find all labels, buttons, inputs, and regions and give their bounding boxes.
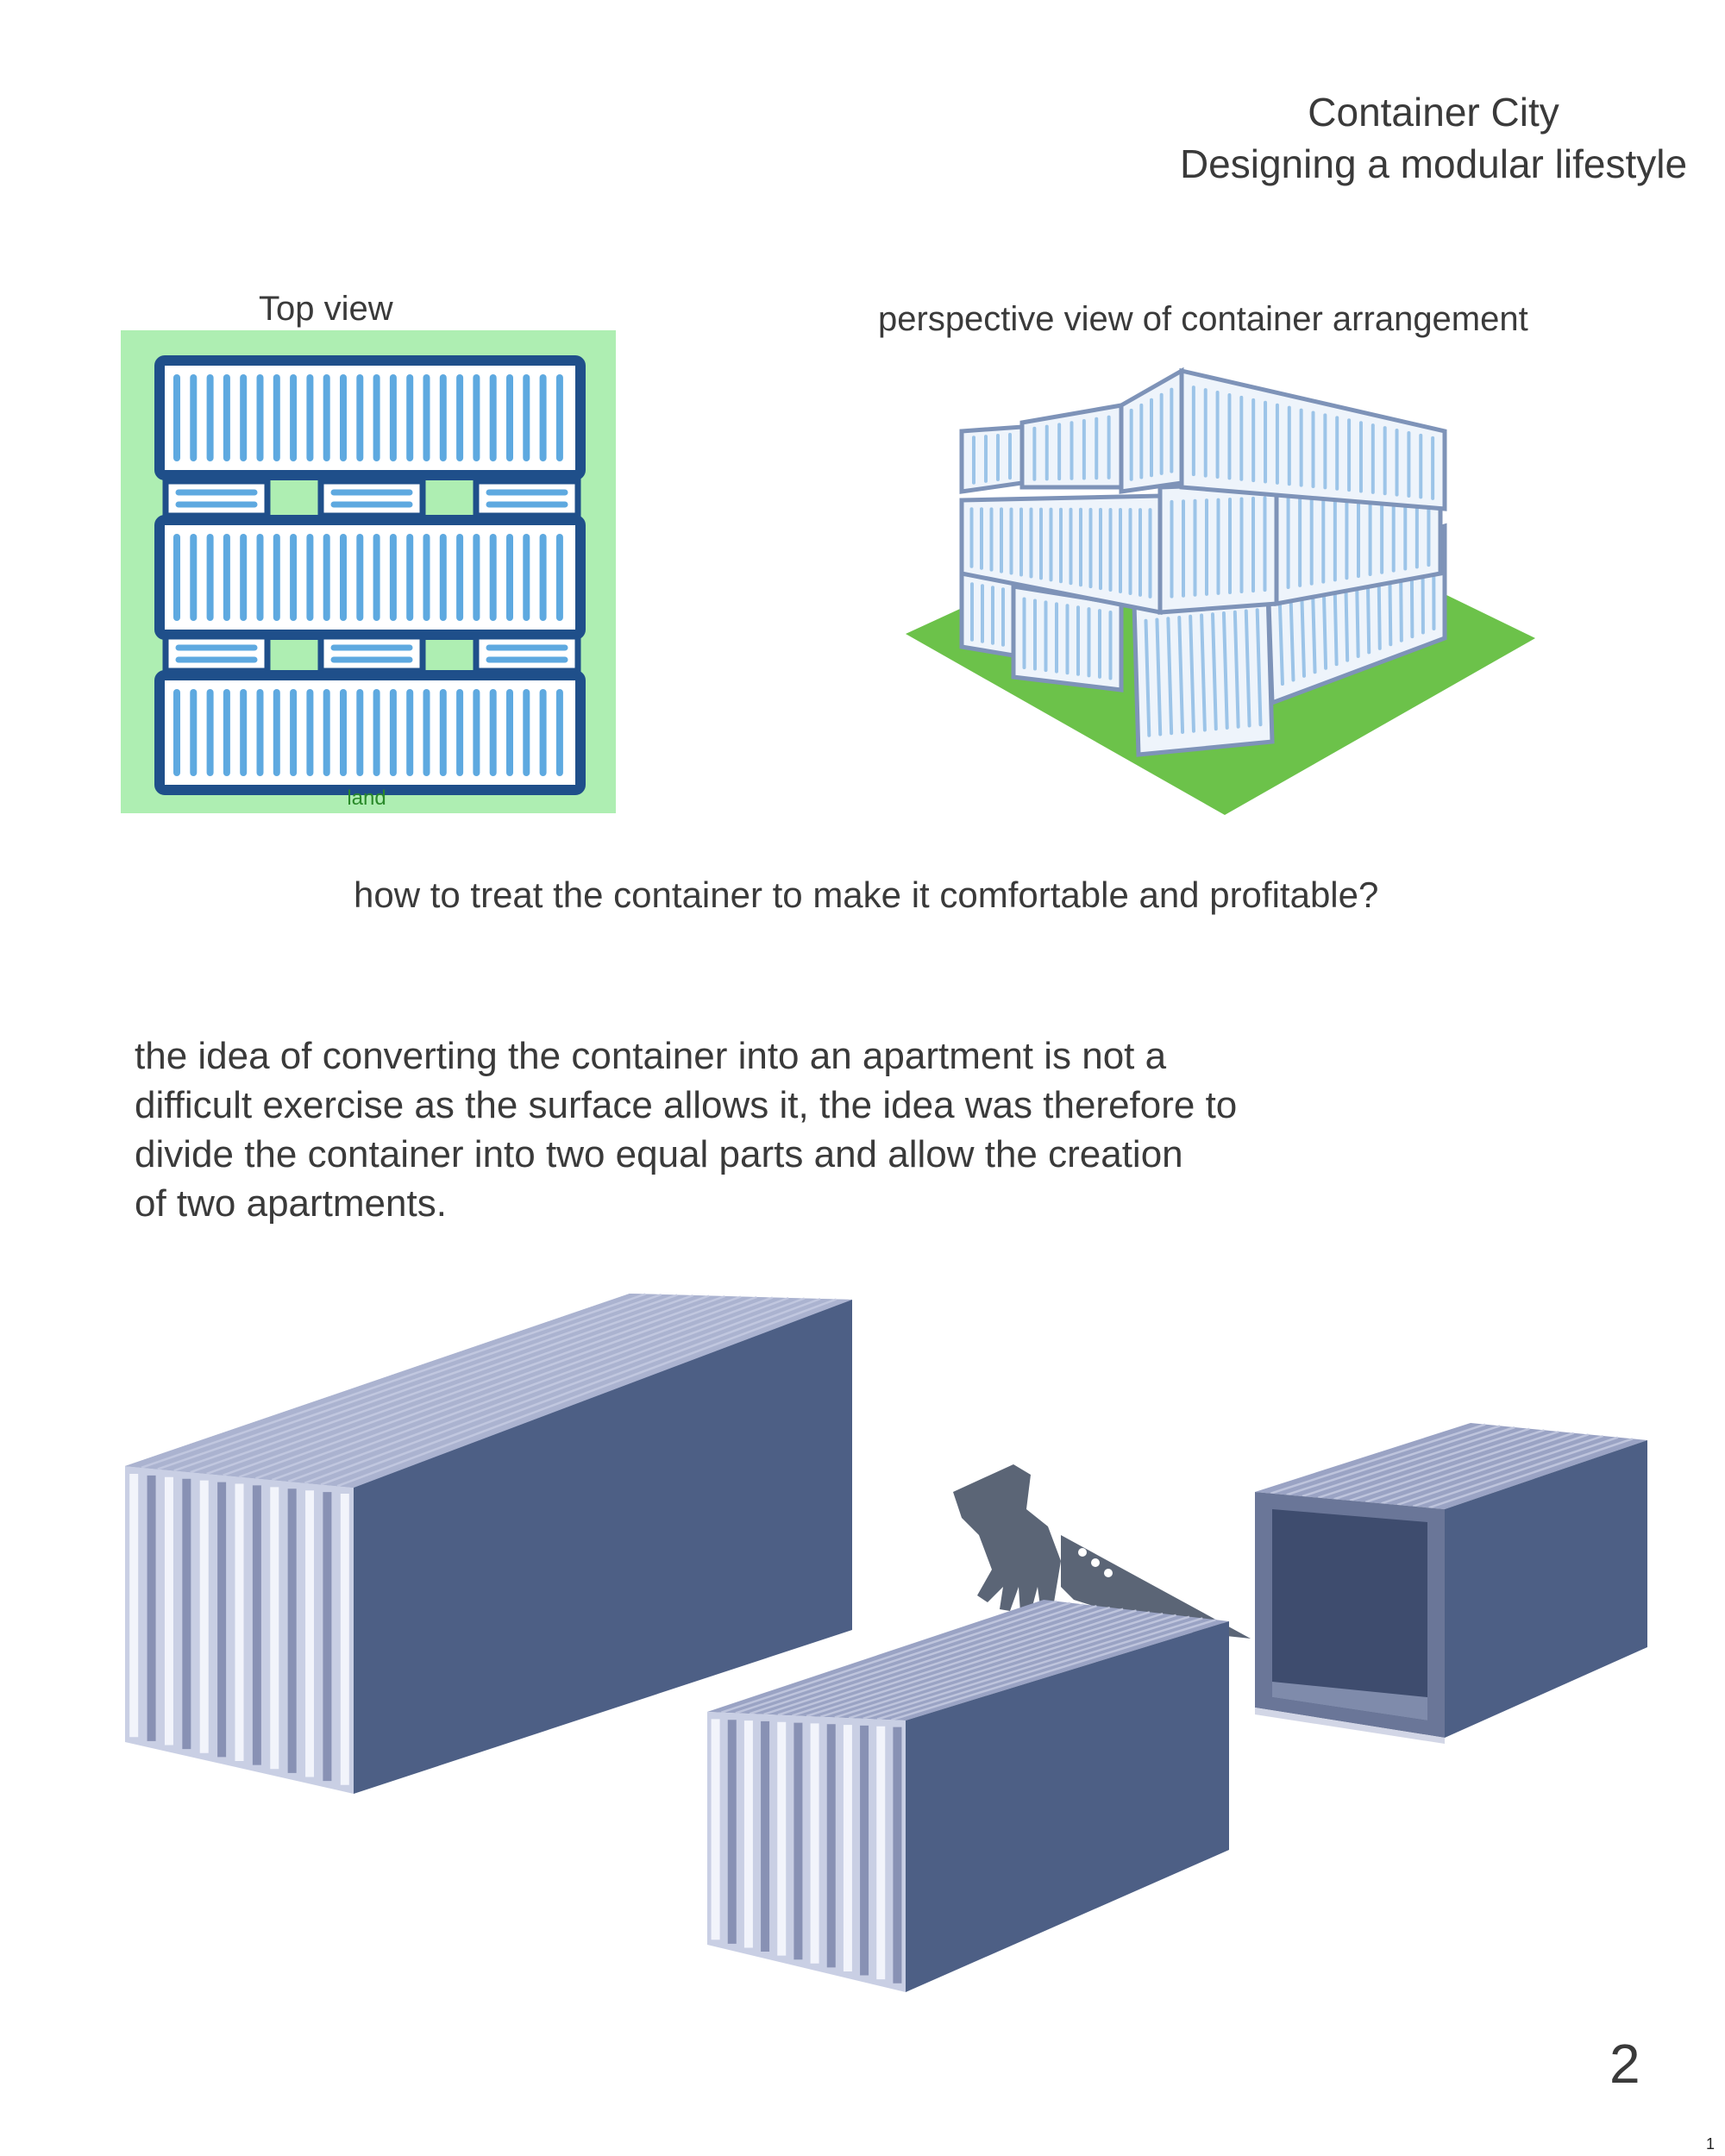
half-container-open bbox=[1255, 1423, 1647, 1744]
corner-mark: 1 bbox=[1706, 2135, 1716, 2153]
paragraph-line: difficult exercise as the surface allows… bbox=[135, 1084, 1238, 1126]
perspective-view bbox=[906, 367, 1535, 815]
title-line-1: Container City bbox=[1308, 90, 1559, 135]
hand-icon bbox=[953, 1464, 1061, 1613]
top-view-label: Top view bbox=[259, 290, 393, 328]
short-container bbox=[317, 633, 426, 674]
long-container bbox=[154, 355, 586, 480]
container-side bbox=[1445, 1440, 1647, 1738]
stacked-container bbox=[959, 424, 1025, 494]
container-side bbox=[906, 1621, 1229, 1992]
question-text: how to treat the container to make it co… bbox=[354, 874, 1379, 915]
short-container bbox=[162, 633, 271, 674]
long-container bbox=[154, 515, 586, 640]
container-interior bbox=[1272, 1509, 1427, 1720]
perspective-label: perspective view of container arrangemen… bbox=[878, 300, 1528, 338]
container-side bbox=[354, 1300, 852, 1794]
page-number: 2 bbox=[1609, 2033, 1640, 2095]
short-container bbox=[473, 478, 581, 519]
title-line-2: Designing a modular lifestyle bbox=[1179, 141, 1688, 186]
page-title: Container City Designing a modular lifes… bbox=[1175, 86, 1692, 190]
short-container bbox=[317, 478, 426, 519]
paragraph-line: of two apartments. bbox=[135, 1182, 447, 1225]
stacked-container bbox=[959, 571, 1016, 658]
short-container bbox=[473, 633, 581, 674]
half-container-closed bbox=[707, 1600, 1229, 1992]
description-paragraph: the idea of converting the container int… bbox=[135, 1031, 1342, 1228]
cut-tool-illustration bbox=[953, 1464, 1251, 1639]
top-view-plan: land bbox=[121, 330, 616, 813]
container-door-end bbox=[707, 1712, 906, 1992]
long-container bbox=[154, 670, 586, 795]
full-container-illustration bbox=[125, 1293, 852, 1794]
knife-icon bbox=[1061, 1535, 1251, 1639]
container-floor bbox=[1272, 1682, 1427, 1720]
land-label: land bbox=[347, 787, 386, 810]
short-container bbox=[162, 478, 271, 519]
paragraph-line: the idea of converting the container int… bbox=[135, 1035, 1167, 1077]
paragraph-line: divide the container into two equal part… bbox=[135, 1133, 1183, 1175]
